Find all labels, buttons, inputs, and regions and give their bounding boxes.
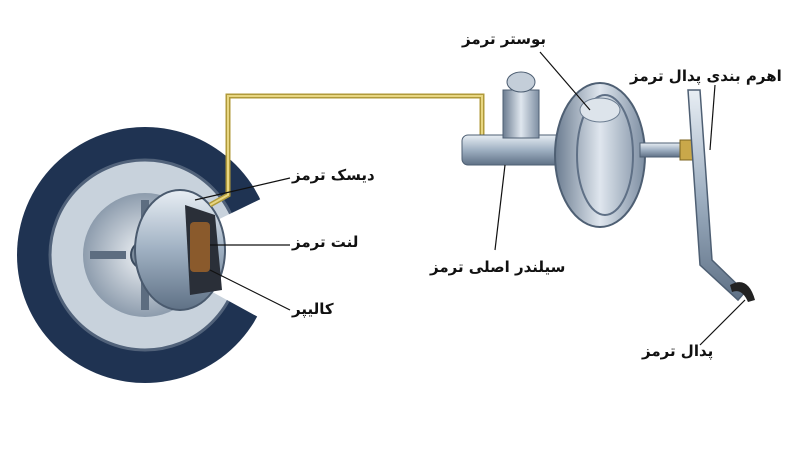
brake-pad <box>190 222 210 272</box>
fluid-reservoir <box>502 89 540 139</box>
label-caliper: کالیپر <box>292 300 334 318</box>
brake-pedal-assembly <box>687 89 755 302</box>
wheel <box>17 127 300 383</box>
label-pad: لنت ترمز <box>292 233 359 251</box>
leader-lines <box>194 51 746 346</box>
master-cylinder <box>461 71 573 166</box>
brake-booster <box>554 82 697 228</box>
label-master-cylinder: سیلندر اصلی ترمز <box>430 258 566 276</box>
label-pedal-linkage: اهرم بندی پدال ترمز <box>630 67 782 85</box>
label-disc: دیسک ترمز <box>292 166 375 184</box>
pedal-pad <box>730 282 755 302</box>
label-booster: بوستر ترمز <box>462 30 547 48</box>
label-pedal: پدال ترمز <box>642 342 714 360</box>
